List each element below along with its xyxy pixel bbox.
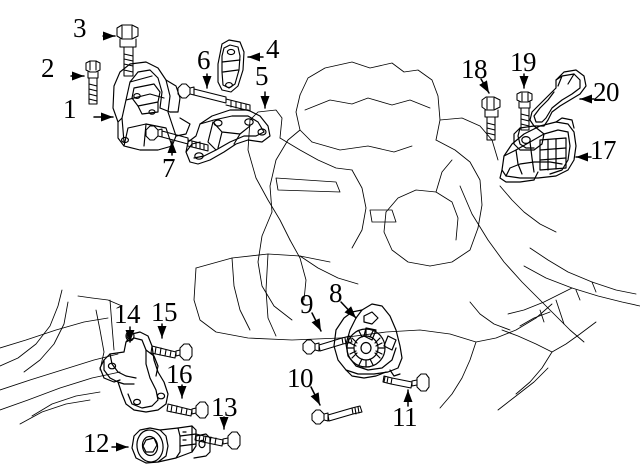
callout-label-3[interactable]: 3	[73, 13, 87, 43]
part-10-bolt-mount-lower	[311, 405, 363, 425]
callout-label-6[interactable]: 6	[197, 45, 211, 75]
part-13-bolt-flange-lower-right	[194, 431, 241, 450]
callout-label-8[interactable]: 8	[329, 278, 343, 308]
part-8-transmission-mount-bracket	[333, 303, 403, 379]
right-subframe-outline	[439, 185, 640, 411]
part-18-bolt-flange-right-a	[481, 96, 501, 141]
callout-label-15[interactable]: 15	[151, 297, 178, 327]
part-2-bolt-flange-left	[85, 60, 101, 105]
part-15-bolt-short-hex-upper	[150, 343, 193, 361]
part-14-transmission-mount-bracket-left	[99, 330, 169, 413]
callout-label-11[interactable]: 11	[392, 402, 418, 432]
callout-label-4[interactable]: 4	[266, 34, 280, 64]
part-5-engine-support-bracket	[185, 109, 271, 165]
part-1-engine-mount-bracket-left	[112, 61, 191, 151]
callout-label-12[interactable]: 12	[83, 428, 110, 458]
part-9-bolt-mount-left	[302, 335, 353, 355]
engine-body-outline	[193, 61, 499, 343]
part-17-engine-mount-right	[499, 117, 577, 183]
callout-label-18[interactable]: 18	[461, 54, 488, 84]
callout-label-16[interactable]: 16	[166, 359, 193, 389]
left-subframe-outline	[0, 289, 123, 425]
part-3-bolt-flange-upper	[116, 24, 139, 77]
callout-label-20[interactable]: 20	[593, 77, 620, 107]
callout-label-14[interactable]: 14	[114, 299, 141, 329]
part-19-bolt-flange-right-b	[516, 91, 533, 131]
part-7-bolt-long-hex-lower	[145, 125, 209, 152]
callout-label-10[interactable]: 10	[287, 363, 314, 393]
callout-label-13[interactable]: 13	[211, 392, 238, 422]
callout-label-9[interactable]: 9	[300, 289, 314, 319]
callout-leaders	[70, 31, 595, 452]
part-20-mount-hook-bracket	[513, 69, 587, 151]
part-11-bolt-flange-mount-right	[382, 373, 430, 392]
part-12-torque-strut-bushing	[131, 425, 211, 464]
callout-label-19[interactable]: 19	[510, 47, 537, 77]
callout-label-5[interactable]: 5	[255, 61, 269, 91]
callout-label-2[interactable]: 2	[41, 53, 55, 83]
callout-label-17[interactable]: 17	[590, 135, 617, 165]
callout-label-7[interactable]: 7	[162, 153, 176, 183]
part-6-bolt-long-hex	[177, 83, 251, 112]
part-4-mount-strap-bracket	[217, 39, 245, 93]
callout-label-1[interactable]: 1	[63, 94, 77, 124]
part-16-bolt-short-hex-lower	[166, 401, 209, 419]
